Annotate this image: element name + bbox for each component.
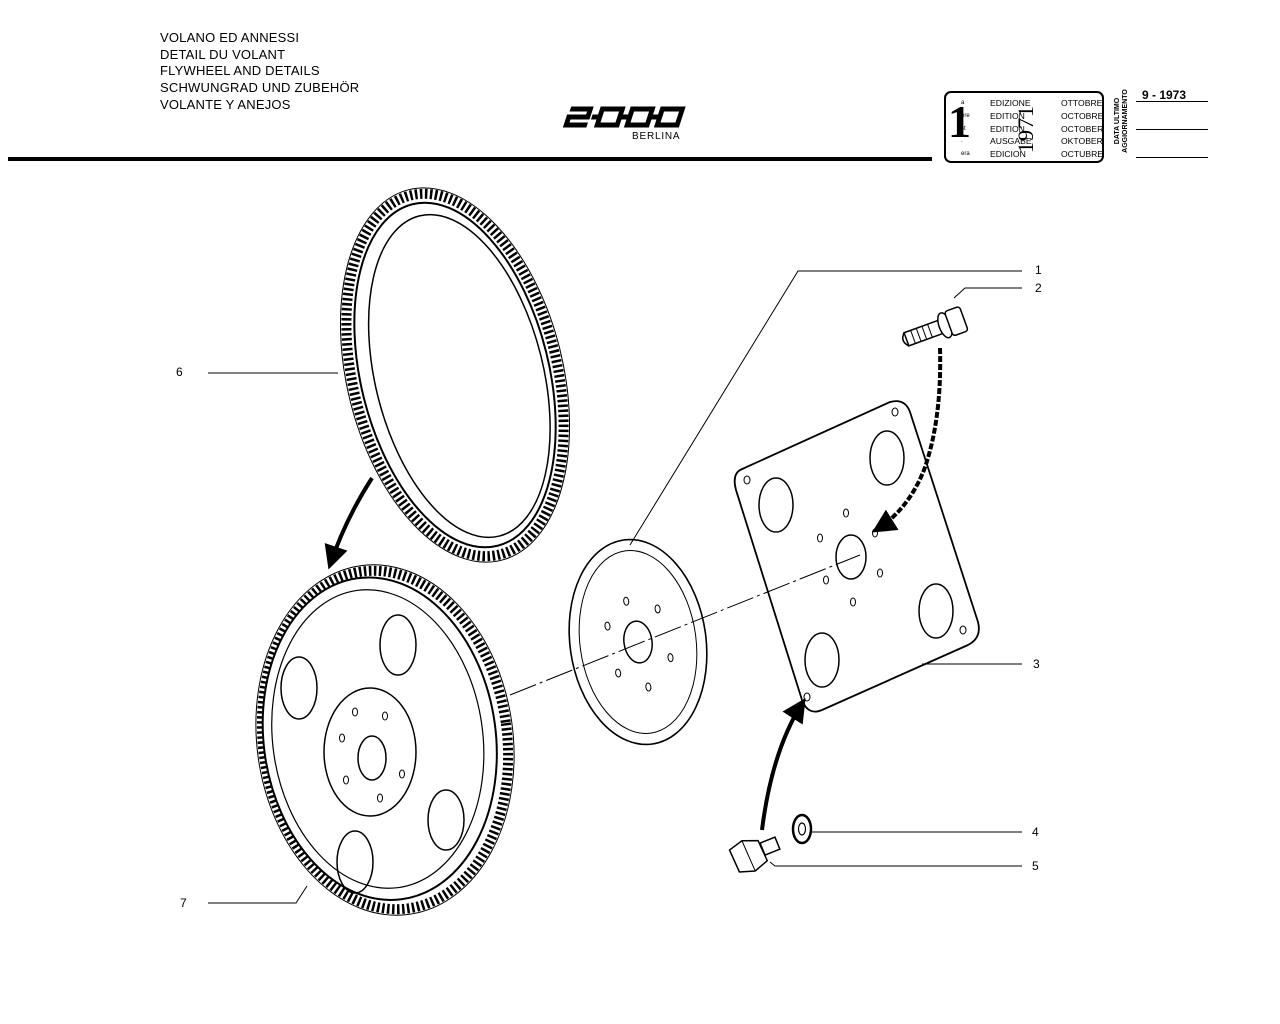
bolt-part-5: [728, 836, 781, 873]
callout-4: 4: [1032, 825, 1039, 839]
callout-7: 7: [180, 896, 187, 910]
update-line: [1136, 101, 1208, 102]
washer-part-4: [791, 813, 813, 845]
title-line-es: VOLANTE Y ANEJOS: [160, 96, 291, 112]
center-axis: [509, 554, 861, 696]
edition-superscripts: a ere st . era: [961, 100, 970, 158]
header-rule: [8, 157, 932, 161]
update-line: [1136, 157, 1208, 158]
flywheel-part-7: [255, 564, 515, 916]
edition-number: 1: [948, 96, 971, 147]
callout-6: 6: [176, 365, 183, 379]
title-line-fr: DETAIL DU VOLANT: [160, 46, 286, 62]
edition-words: EDIZIONE EDITION EDITION AUSGABE EDICION: [990, 98, 1032, 160]
drive-plate-part-1: [568, 538, 708, 746]
bolt-part-2: [902, 306, 969, 347]
ring-gear-part-6: [339, 187, 571, 563]
callout-2: 2: [1035, 281, 1042, 295]
title-block: VOLANO ED ANNESSI DETAIL DU VOLANT FLYWH…: [160, 30, 540, 114]
title-line-it: VOLANO ED ANNESSI: [160, 30, 300, 45]
model-logo: 2000: [562, 106, 686, 128]
edition-block: 1 a ere st . era EDIZIONE EDITION EDITIO…: [944, 91, 1104, 163]
callout-5: 5: [1032, 859, 1039, 873]
callout-3: 3: [1033, 657, 1040, 671]
leader-lines: [208, 270, 1022, 904]
edition-months: OTTOBRE OCTOBRE OCTOBER OKTOBER OCTUBRE: [1061, 98, 1104, 160]
assembly-arrows: [324, 347, 943, 831]
edition-frame: [944, 91, 1104, 163]
model-subtitle: BERLINA: [632, 131, 681, 142]
title-line-en: FLYWHEEL AND DETAILS: [160, 63, 320, 79]
callout-1: 1: [1035, 263, 1042, 277]
title-line-de: SCHWUNGRAD UND ZUBEHÖR: [160, 80, 360, 96]
update-line: [1136, 129, 1208, 130]
last-update-date: 9 - 1973: [1142, 88, 1187, 102]
